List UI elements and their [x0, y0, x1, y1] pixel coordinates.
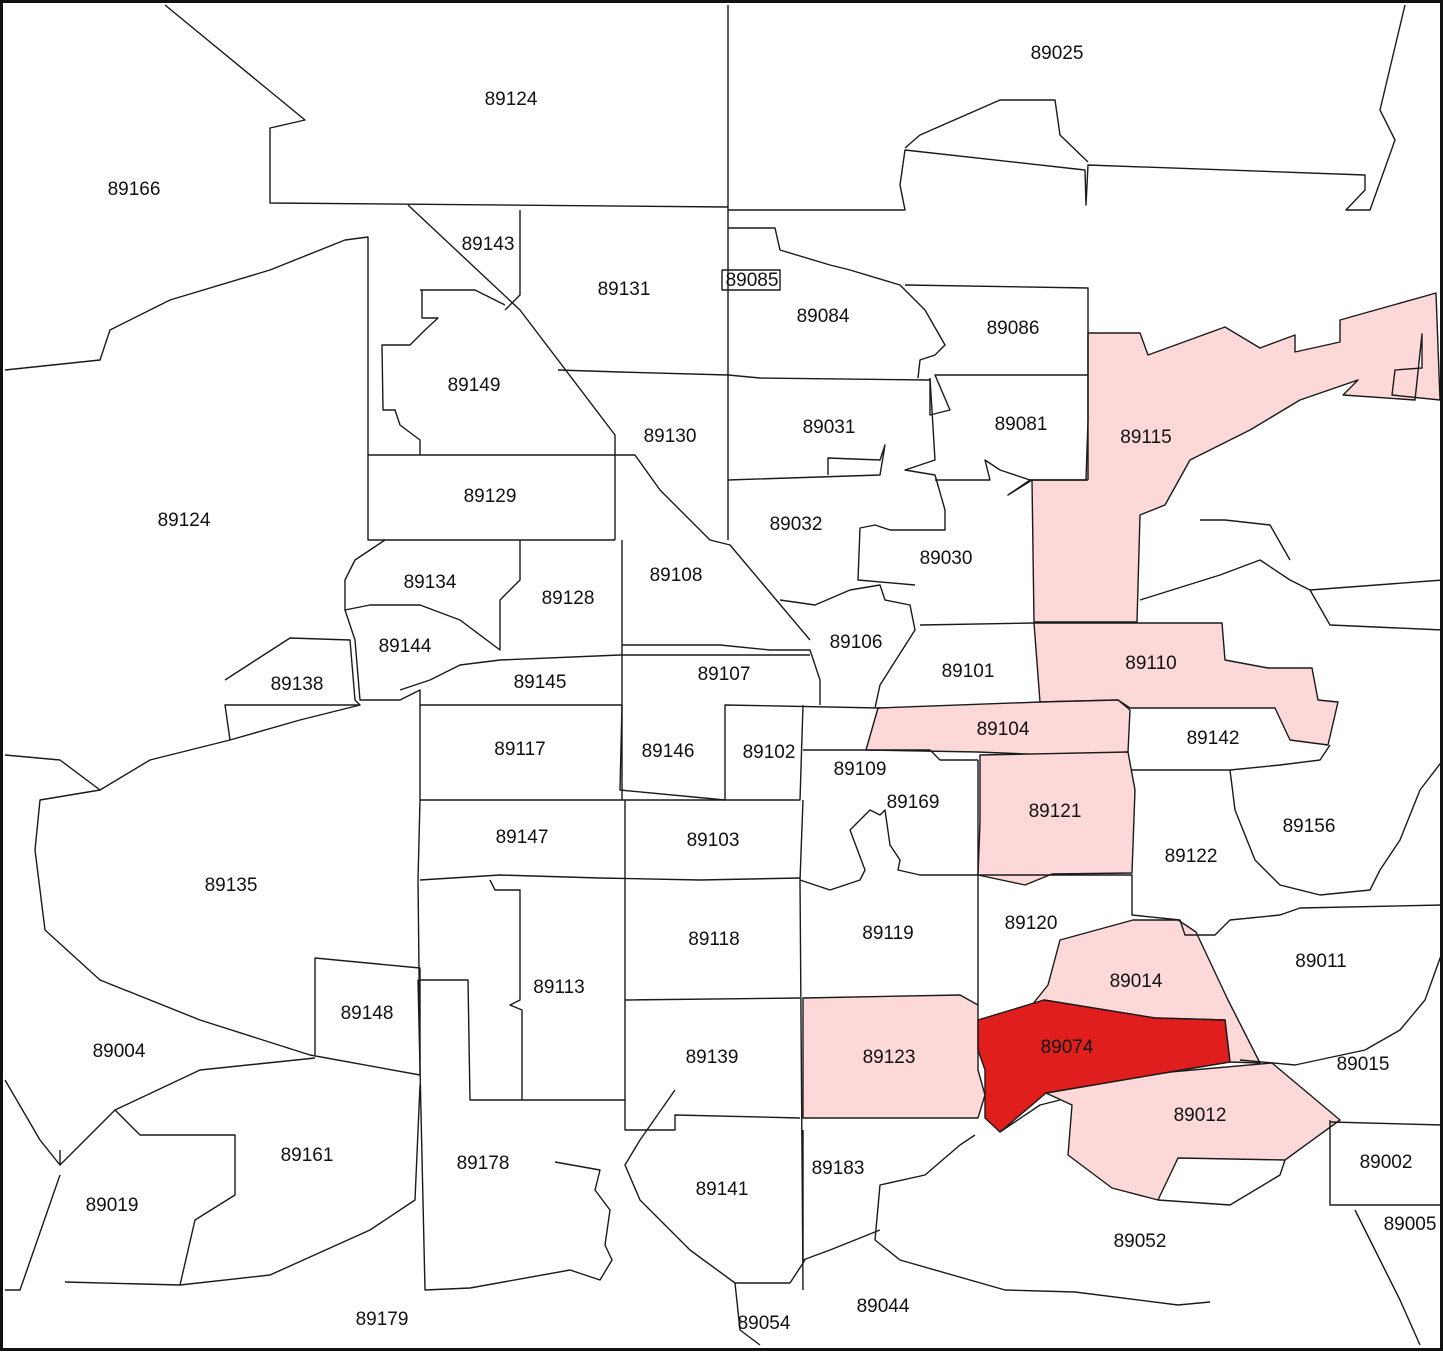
zip-label-89138: 89138	[271, 674, 324, 695]
zip-label-89183: 89183	[812, 1158, 865, 1179]
zip-label-89030: 89030	[920, 548, 973, 569]
zip-label-89117: 89117	[494, 739, 545, 760]
zip-label-89143: 89143	[462, 234, 515, 255]
zip-label-89118: 89118	[688, 929, 739, 950]
zip-label-89120: 89120	[1005, 913, 1058, 934]
zip-label-89135: 89135	[205, 875, 258, 896]
zip-label-89025a: 89025	[1031, 43, 1084, 64]
region-89123[interactable]	[802, 994, 986, 1119]
zip-label-89074: 89074	[1041, 1037, 1094, 1058]
zip-label-89014: 89014	[1110, 971, 1163, 992]
zip-label-89124a: 89124	[485, 89, 538, 110]
zip-label-89106: 89106	[830, 632, 883, 653]
zip-label-89032: 89032	[770, 514, 823, 535]
zip-label-89130: 89130	[644, 426, 697, 447]
zip-label-89124b: 89124	[158, 510, 211, 531]
zip-label-89005: 89005	[1384, 1214, 1437, 1235]
zip-label-89015: 89015	[1337, 1054, 1390, 1075]
region-89121[interactable]	[977, 751, 1136, 886]
zip-label-89145: 89145	[514, 672, 567, 693]
zip-label-89102: 89102	[743, 742, 796, 763]
zip-label-89161: 89161	[281, 1145, 334, 1166]
zip-boundaries	[4, 4, 1443, 1346]
zip-label-89101: 89101	[942, 661, 995, 682]
zip-label-89084: 89084	[797, 306, 850, 327]
zip-label-89131: 89131	[598, 279, 651, 300]
zip-label-89142: 89142	[1187, 728, 1240, 749]
zip-label-89156: 89156	[1283, 816, 1336, 837]
zip-label-89179: 89179	[356, 1309, 409, 1330]
zip-label-89121: 89121	[1029, 801, 1082, 822]
zip-label-89123: 89123	[863, 1047, 916, 1068]
region-89115[interactable]	[1007, 292, 1441, 623]
zip-label-89109: 89109	[834, 759, 887, 780]
zip-label-89103: 89103	[687, 830, 740, 851]
zip-label-89122: 89122	[1165, 846, 1218, 867]
zip-label-89004: 89004	[93, 1041, 146, 1062]
zip-label-89012: 89012	[1174, 1105, 1227, 1126]
zip-label-89147: 89147	[496, 827, 549, 848]
zip-label-89129: 89129	[464, 486, 517, 507]
zip-label-89141: 89141	[696, 1179, 749, 1200]
zip-label-89081: 89081	[995, 414, 1048, 435]
zip-label-89011: 89011	[1295, 951, 1346, 972]
zip-label-89119: 89119	[862, 923, 913, 944]
zip-label-89146: 89146	[642, 741, 695, 762]
zip-label-89104: 89104	[977, 719, 1030, 740]
zip-label-89019: 89019	[86, 1195, 139, 1216]
zip-label-89115: 89115	[1120, 427, 1171, 448]
zip-label-89054: 89054	[738, 1313, 791, 1334]
zip-label-89086: 89086	[987, 318, 1040, 339]
zip-label-89149: 89149	[448, 375, 501, 396]
zip-label-89169: 89169	[887, 792, 940, 813]
region-89074[interactable]	[977, 999, 1231, 1133]
region-89012[interactable]	[1045, 1062, 1341, 1201]
zip-label-89085: 89085	[726, 270, 779, 291]
zip-label-89052: 89052	[1114, 1231, 1167, 1252]
zip-label-89113: 89113	[533, 977, 584, 998]
zip-label-89044: 89044	[857, 1296, 910, 1317]
zip-label-89144: 89144	[379, 636, 432, 657]
zip-label-89134: 89134	[404, 572, 457, 593]
zip-label-89128: 89128	[542, 588, 595, 609]
zip-label-89107: 89107	[698, 664, 751, 685]
zip-label-89108: 89108	[650, 565, 703, 586]
zip-label-89031: 89031	[803, 417, 856, 438]
zip-label-89110: 89110	[1125, 653, 1176, 674]
zip-labels: 89025 89124 89166 89143 89131 89085 89084 89086…	[86, 43, 1437, 1334]
zip-label-89148: 89148	[341, 1003, 394, 1024]
zip-label-89139: 89139	[686, 1047, 739, 1068]
zip-label-89178: 89178	[457, 1153, 510, 1174]
zip-label-89166: 89166	[108, 179, 161, 200]
zip-label-89002: 89002	[1360, 1152, 1413, 1173]
